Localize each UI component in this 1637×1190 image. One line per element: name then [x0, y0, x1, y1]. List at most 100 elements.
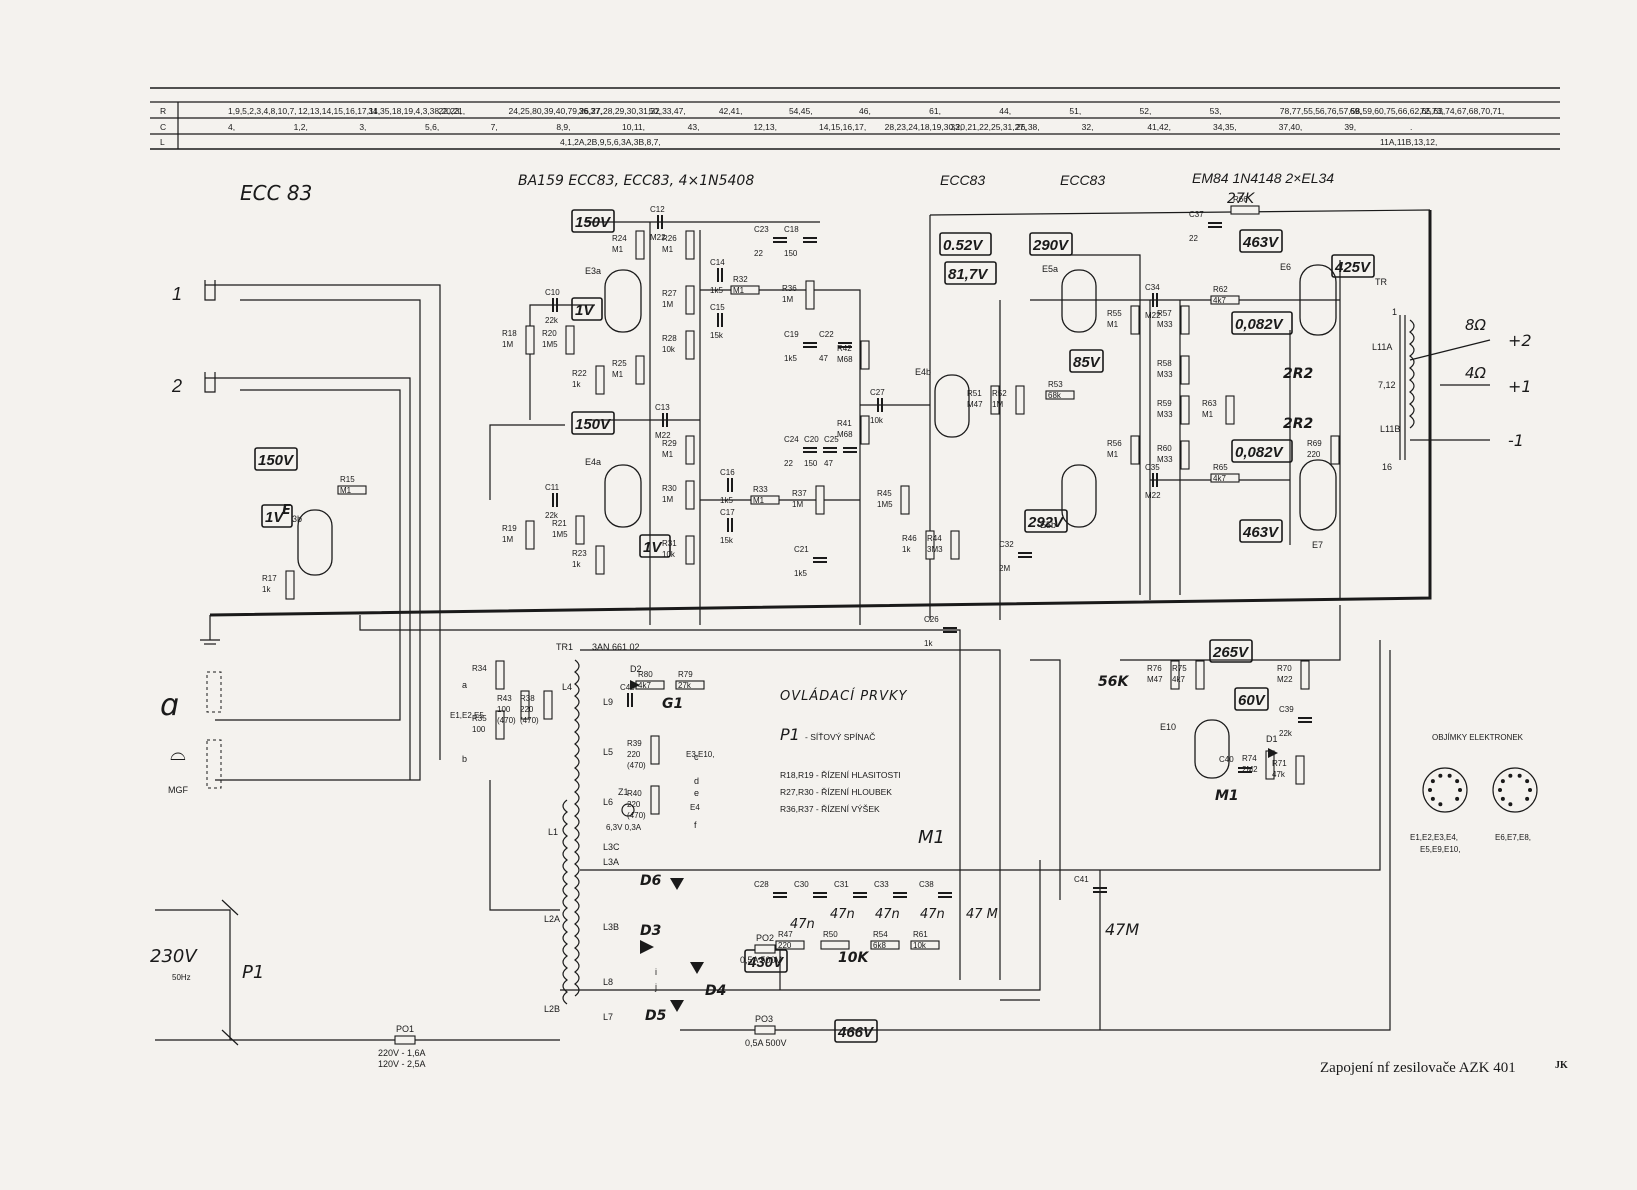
capacitor-name: C10 — [545, 288, 560, 297]
mains-tr-name: TR1 — [556, 642, 573, 652]
resistor-value-alt: (470) — [627, 761, 646, 770]
resistor-value: M1 — [1107, 320, 1119, 329]
resistor-name: R21 — [552, 519, 567, 528]
page-title-mark: JK — [1555, 1060, 1568, 1071]
fuse-po2-rating: 0,5A 500V — [740, 955, 782, 965]
resistor-name: R28 — [662, 334, 677, 343]
tube-type-out: EM84 1N4148 2×EL34 — [1192, 170, 1334, 186]
capacitor-name: C21 — [794, 545, 809, 554]
resistor-value: M1 — [662, 245, 674, 254]
output-minus1[interactable]: -1 — [1508, 431, 1524, 450]
input-jack-1[interactable]: 1 — [172, 280, 216, 304]
mains-switch-2[interactable] — [221, 1029, 239, 1046]
voltage-value: 150V — [575, 214, 612, 231]
capacitor-value: 1k5 — [710, 286, 723, 295]
resistor-name: R36 — [782, 284, 797, 293]
capacitor-name: C39 — [1279, 705, 1294, 714]
rule-entry: 5,6, — [425, 122, 439, 132]
mains-switch[interactable] — [221, 899, 239, 916]
capacitor-c40: C40 — [1219, 755, 1252, 773]
rule-entry: 34,35,18,19,4,3,38,20,21, — [368, 106, 465, 116]
fuse-po2 — [754, 944, 776, 954]
resistor-name: R17 — [262, 574, 277, 583]
label-e6: E6 — [1280, 262, 1291, 272]
rule-entry: 12,13,14,15,16,17,11, — [298, 106, 380, 116]
resistor-name: R56 — [1107, 439, 1122, 448]
note-47n-b: 47n — [830, 907, 855, 922]
tap-16: 16 — [1382, 462, 1392, 472]
rule-row-l: 4,1,2A,2B,9,5,6,3A,3B,8,7,11A,11B,13,12, — [560, 137, 1437, 147]
controls-legend: OVLÁDACÍ PRVKY P1 - SÍŤOVÝ SPÍNAČ R18,R1… — [780, 688, 906, 814]
resistor-value: 1M — [792, 500, 803, 509]
output-transformer: TR L11A L11B 7,12 16 1 — [1372, 277, 1415, 472]
capacitor-c43: C43 — [620, 683, 635, 707]
socket-pin — [1525, 779, 1530, 784]
label-e1e2e5: E1,E2,E5 — [450, 711, 484, 720]
socket-pin — [1500, 796, 1505, 801]
resistor-name: R32 — [733, 275, 748, 284]
controls-p1: P1 — [780, 725, 800, 744]
resistor-name: R38 — [520, 694, 535, 703]
capacitor-value: 47 — [819, 354, 828, 363]
capacitor-name: C17 — [720, 508, 735, 517]
mains-section: 230V 50Hz P1 PO1 220V - 1,6A 120V - 2,5A… — [150, 899, 787, 1069]
resistor-name: R37 — [792, 489, 807, 498]
resistor-name: R20 — [542, 329, 557, 338]
phono-input[interactable]: ɑ ⌓ MGF — [160, 671, 222, 795]
voltage-annotations: 150V1V150V1V150V1V0.52V81,7V290V85V292V4… — [254, 209, 1375, 1043]
tube-type-driver: ECC83 — [1060, 172, 1105, 188]
tube-e5b: E5b — [1040, 464, 1097, 530]
label-e4b: E4b — [915, 367, 931, 377]
voltage-box: 0,082V — [1231, 439, 1293, 463]
diode-d1 — [1268, 748, 1278, 758]
tap-712: 7,12 — [1378, 380, 1396, 390]
resistor-name: R40 — [627, 789, 642, 798]
resistor-name: R63 — [1202, 399, 1217, 408]
label-e4: E4 — [690, 803, 700, 812]
capacitor-name: C38 — [919, 880, 934, 889]
out-transformer-l11a: L11A — [1372, 342, 1392, 352]
voltage-box: 150V — [571, 209, 615, 233]
resistor-value: 27k — [678, 681, 692, 690]
output-plus2[interactable]: +2 — [1508, 331, 1532, 350]
fuse-po1 — [394, 1035, 416, 1045]
label-l4: L4 — [562, 682, 572, 692]
input-jack-2[interactable]: 2 — [171, 372, 216, 396]
resistor-value: 1k — [902, 545, 911, 554]
resistor-name: R62 — [1213, 285, 1228, 294]
mains-transformer: TR1 3AN 661 02 L1 L2A L2B L3C L3A L3B L4… — [544, 642, 640, 1022]
voltage-value: 60V — [1238, 692, 1267, 709]
note-2r2-a: 2R2 — [1283, 366, 1313, 382]
diode-d2 — [630, 680, 640, 690]
output-plus1[interactable]: +1 — [1508, 377, 1532, 396]
tube-type-left: ECC 83 — [240, 181, 312, 205]
capacitor-name: C27 — [870, 388, 885, 397]
resistor-value: 1M — [992, 400, 1003, 409]
capacitor-value: M22 — [650, 233, 666, 242]
voltage-value: 1V — [575, 302, 595, 319]
label-e3a: E3a — [585, 266, 601, 276]
resistor-name: R47 — [778, 930, 793, 939]
note-47n-d: 47n — [920, 907, 945, 922]
resistor-value-alt: (470) — [627, 811, 646, 820]
